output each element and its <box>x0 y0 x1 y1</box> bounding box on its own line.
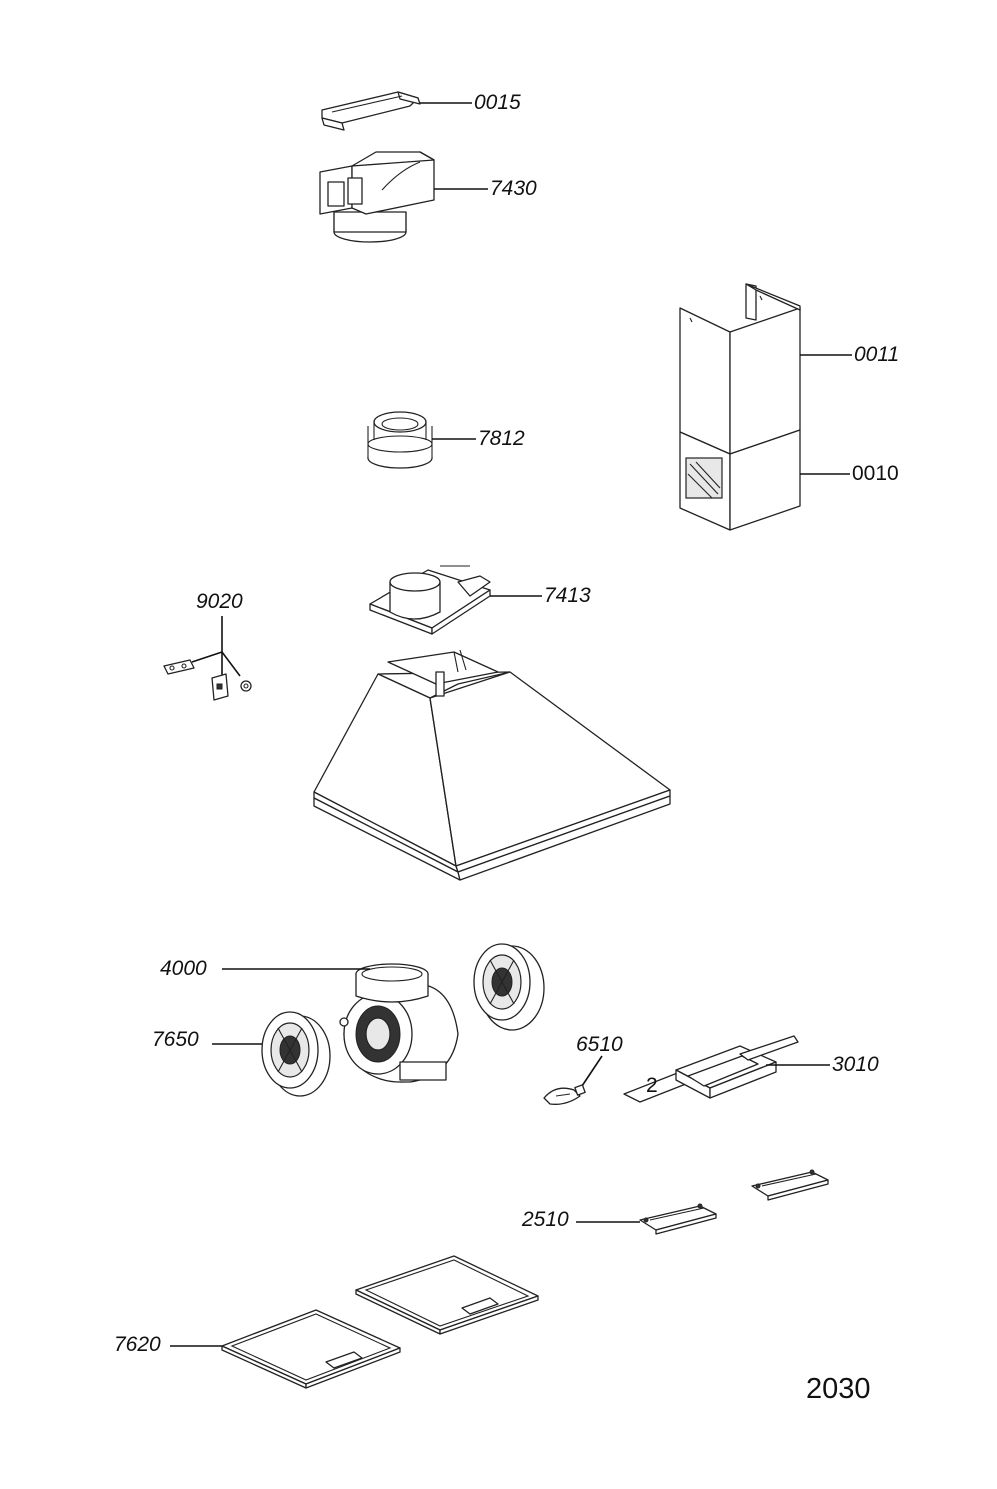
fixing-kit-part <box>163 659 252 701</box>
fan-motor-part <box>339 963 459 1083</box>
part-label-0015: 0015 <box>474 91 521 114</box>
part-label-2510: 2510 <box>521 1208 569 1231</box>
part-label-7650: 7650 <box>152 1028 199 1051</box>
carbon-filter-right <box>473 943 545 1031</box>
grease-filter-lower <box>221 1309 401 1389</box>
part-label-0011: 0011 <box>854 343 899 366</box>
collar-ring-part <box>367 411 433 469</box>
part-label-6510: 6510 <box>576 1033 623 1056</box>
mounting-plate-part <box>369 565 491 635</box>
leader-line-6510 <box>581 1055 603 1087</box>
part-label-0010: 0010 <box>852 462 899 485</box>
leader-line-9020-left <box>191 651 223 663</box>
lamp-cover-right <box>751 1169 829 1201</box>
leader-line-9020-right <box>221 651 241 677</box>
svg-text:2: 2 <box>646 1074 658 1097</box>
part-label-7430: 7430 <box>490 177 537 200</box>
control-switch-part: 2 <box>623 1035 799 1103</box>
carbon-filter-left <box>261 1011 331 1097</box>
part-label-7812: 7812 <box>478 427 525 450</box>
diagram-number: 2030 <box>806 1373 871 1405</box>
part-label-4000: 4000 <box>160 957 207 980</box>
bracket-part <box>321 91 421 131</box>
hood-body-part <box>313 649 671 881</box>
part-label-7413: 7413 <box>544 584 591 607</box>
lamp-cover-left <box>639 1203 717 1235</box>
grease-filter-upper <box>355 1255 539 1335</box>
part-label-9020: 9020 <box>196 590 243 613</box>
part-label-7620: 7620 <box>114 1333 161 1356</box>
chimney-cover-part <box>679 283 801 531</box>
part-label-3010: 3010 <box>832 1053 879 1076</box>
duct-connector-part <box>319 151 435 243</box>
light-bulb-part <box>543 1084 586 1105</box>
